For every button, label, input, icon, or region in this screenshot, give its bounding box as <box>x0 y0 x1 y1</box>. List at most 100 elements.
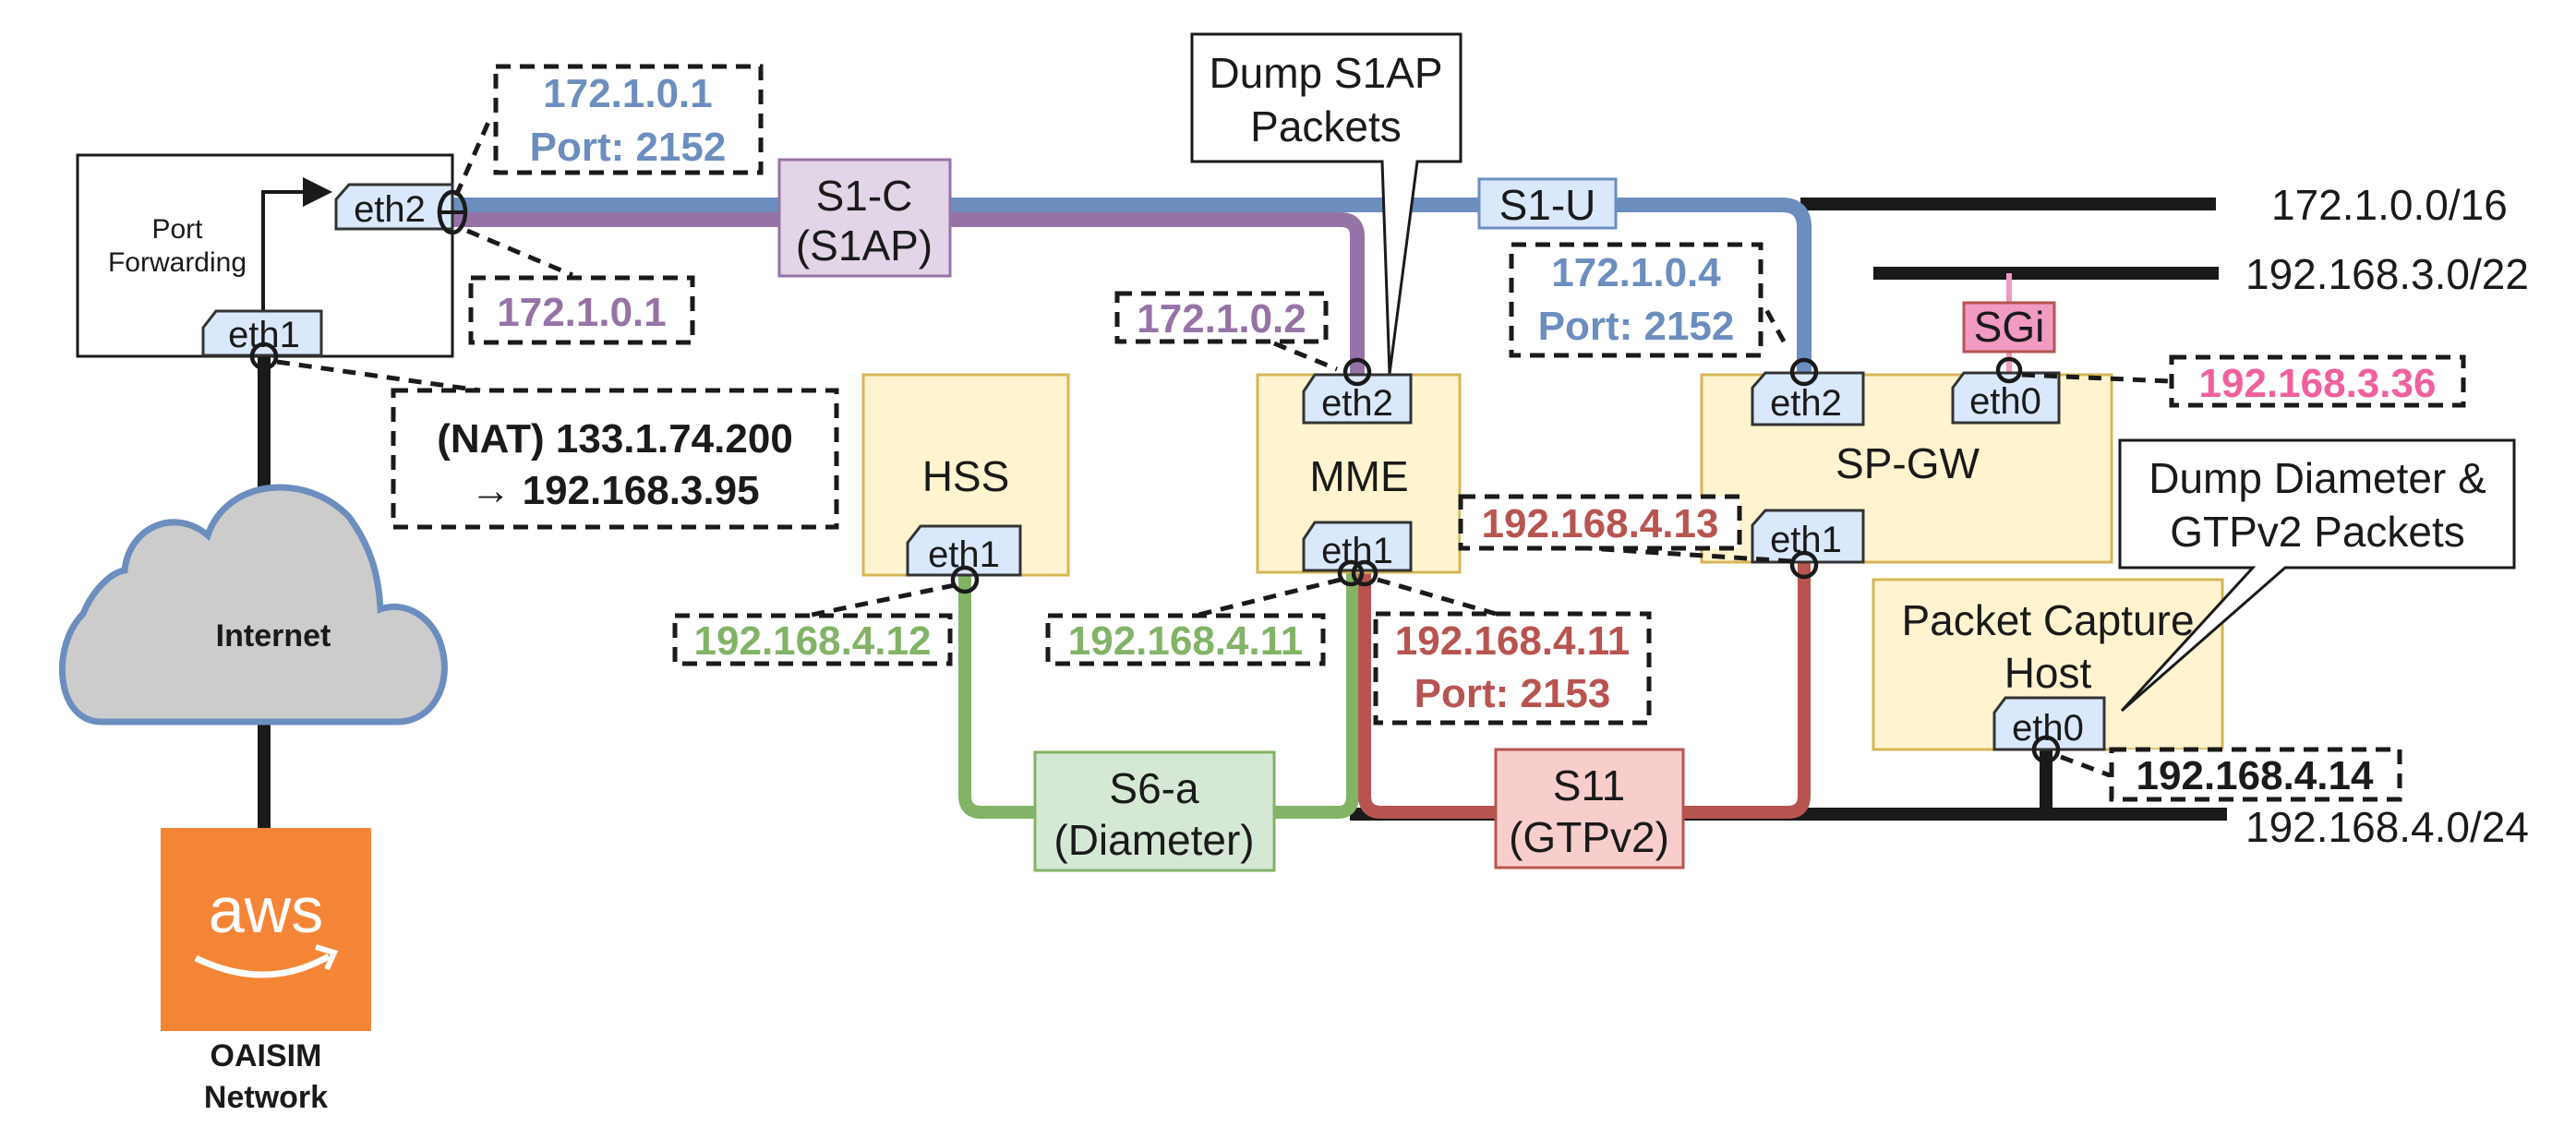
sgi-label: SGi <box>1974 303 2045 351</box>
pf-s1c-address-box <box>468 275 695 345</box>
s1c-label-1: S1-C <box>816 172 913 220</box>
port-forwarding-label-2: Forwarding <box>108 247 247 278</box>
internet-label: Internet <box>216 618 331 653</box>
mme-s1c-ip: 172.1.0.2 <box>1137 296 1306 342</box>
nat-line-1: (NAT) 133.1.74.200 <box>437 416 793 462</box>
capture-ip: 192.168.4.14 <box>2137 753 2374 798</box>
pf-s1u-leader <box>453 118 492 198</box>
mme-eth1-s11-port-icon <box>1351 559 1378 587</box>
mme-s6a-ip: 192.168.4.11 <box>1068 618 1303 664</box>
mme-s11-leader <box>1377 577 1497 617</box>
network-label-172: 172.1.0.0/16 <box>2271 181 2508 229</box>
spgw-eth2-tag[interactable]: eth2 <box>1751 371 1865 426</box>
network-label-192-168-3: 192.168.3.0/22 <box>2245 250 2529 298</box>
pf-eth2-tag[interactable]: eth2 <box>334 183 454 231</box>
mme-eth2-port-icon <box>1342 357 1372 387</box>
s6a-label-1: S6-a <box>1109 764 1199 812</box>
mme-eth1-s6a-port-icon <box>1337 559 1365 587</box>
pf-s1u-ip: 172.1.0.1 <box>543 71 713 116</box>
spgw-eth2-label: eth2 <box>1770 383 1842 424</box>
spgw-eth0-tag[interactable]: eth0 <box>1951 371 2061 425</box>
spgw-s11-address-box <box>1458 494 1742 551</box>
dump-diameter-text-1: Dump Diameter & <box>2149 454 2486 502</box>
dump-diameter-callout: Dump Diameter & GTPv2 Packets <box>2118 438 2516 713</box>
mme-s6a-address-box <box>1045 613 1326 666</box>
capture-label-1: Packet Capture <box>1901 596 2194 644</box>
s11-label-2: (GTPv2) <box>1509 813 1669 861</box>
s11-interface-label: S11 (GTPv2) <box>1494 748 1685 869</box>
pf-s1u-address-box <box>493 64 764 175</box>
port-forwarding-label-1: Port <box>151 214 203 245</box>
hss-leader <box>802 582 956 619</box>
hss-address-box <box>672 613 953 666</box>
spgw-sgi-leader <box>2021 372 2171 384</box>
spgw-eth0-port-icon <box>1995 356 2023 384</box>
dump-s1ap-text-2: Packets <box>1250 102 1402 150</box>
pf-s1c-ip: 172.1.0.1 <box>497 290 667 335</box>
spgw-sgi-ip: 192.168.3.36 <box>2199 361 2437 406</box>
spgw-s1u-ip: 172.1.0.4 <box>1551 250 1721 295</box>
mme-s11-address-box <box>1373 611 1652 725</box>
spgw-label: SP-GW <box>1836 439 1980 487</box>
capture-leader <box>2060 754 2111 778</box>
pf-eth1-tag[interactable]: eth1 <box>201 309 323 357</box>
pf-eth2-label: eth2 <box>354 189 426 230</box>
mme-eth2-label: eth2 <box>1321 383 1393 424</box>
s11-label-1: S11 <box>1553 761 1625 809</box>
mme-s1c-address-box <box>1114 291 1329 344</box>
capture-eth0-label: eth0 <box>2012 708 2084 749</box>
spgw-eth2-port-icon <box>1789 357 1819 387</box>
internet-cloud: Internet <box>58 484 448 725</box>
aws-smile-icon <box>194 953 331 978</box>
spgw-sgi-address-box <box>2169 354 2466 408</box>
aws-caption-1: OAISIM <box>211 1038 322 1073</box>
dump-s1ap-text-1: Dump S1AP <box>1209 49 1442 97</box>
capture-eth0-port-icon <box>2031 735 2061 764</box>
capture-label-2: Host <box>2004 649 2092 697</box>
spgw-s1u-address-box <box>1509 242 1763 358</box>
mme-s11-ip: 192.168.4.11 <box>1395 618 1630 664</box>
s6a-label-2: (Diameter) <box>1053 816 1254 864</box>
aws-logo-text: aws <box>209 874 323 946</box>
pf-s1c-leader <box>466 228 573 278</box>
aws-logo: aws <box>161 828 371 1031</box>
spgw-s1u-port: Port: 2152 <box>1538 304 1735 349</box>
mme-s6a-leader <box>1190 577 1342 619</box>
s1u-label: S1-U <box>1499 181 1596 229</box>
hss-label: HSS <box>922 452 1010 500</box>
spgw-eth1-port-icon <box>1789 550 1819 580</box>
hss-eth1-tag[interactable]: eth1 <box>906 524 1022 577</box>
spgw-eth0-label: eth0 <box>1969 381 2041 422</box>
forwarding-arrow <box>261 177 332 311</box>
dump-s1ap-callout: Dump S1AP Packets <box>1190 32 1463 375</box>
capture-eth0-tag[interactable]: eth0 <box>1992 696 2106 751</box>
s1c-label-2: (S1AP) <box>796 222 933 270</box>
capture-address-box <box>2109 747 2402 802</box>
hss-eth1-port-icon <box>950 565 980 594</box>
s1c-link <box>453 212 1365 374</box>
spgw-s11-ip: 192.168.4.13 <box>1482 501 1719 546</box>
nat-line-2: → 192.168.3.95 <box>470 468 759 513</box>
network-label-192-168-4: 192.168.4.0/24 <box>2245 803 2529 851</box>
mme-s1c-leader <box>1273 341 1338 372</box>
sgi-interface-label: SGi <box>1962 301 2056 354</box>
mme-label: MME <box>1309 452 1408 500</box>
nat-leader <box>276 359 481 393</box>
s6a-interface-label: S6-a (Diameter) <box>1033 750 1276 872</box>
spgw-s11-leader <box>1587 546 1792 564</box>
s1u-link <box>453 198 1812 374</box>
pf-s1u-port: Port: 2152 <box>530 125 727 170</box>
spgw-s1u-leader <box>1761 303 1787 343</box>
hss-ip: 192.168.4.12 <box>694 618 932 664</box>
mme-eth2-tag[interactable]: eth2 <box>1302 373 1413 425</box>
nat-box <box>391 388 839 530</box>
dump-diameter-text-2: GTPv2 Packets <box>2170 508 2465 556</box>
pf-eth1-label: eth1 <box>228 315 300 355</box>
mme-s11-port: Port: 2153 <box>1414 671 1611 716</box>
aws-caption-2: Network <box>204 1080 328 1115</box>
pf-eth1-port-icon <box>249 342 279 371</box>
s1c-interface-label: S1-C (S1AP) <box>777 158 952 278</box>
spgw-eth1-tag[interactable]: eth1 <box>1751 509 1865 564</box>
s1u-interface-label: S1-U <box>1477 177 1618 230</box>
